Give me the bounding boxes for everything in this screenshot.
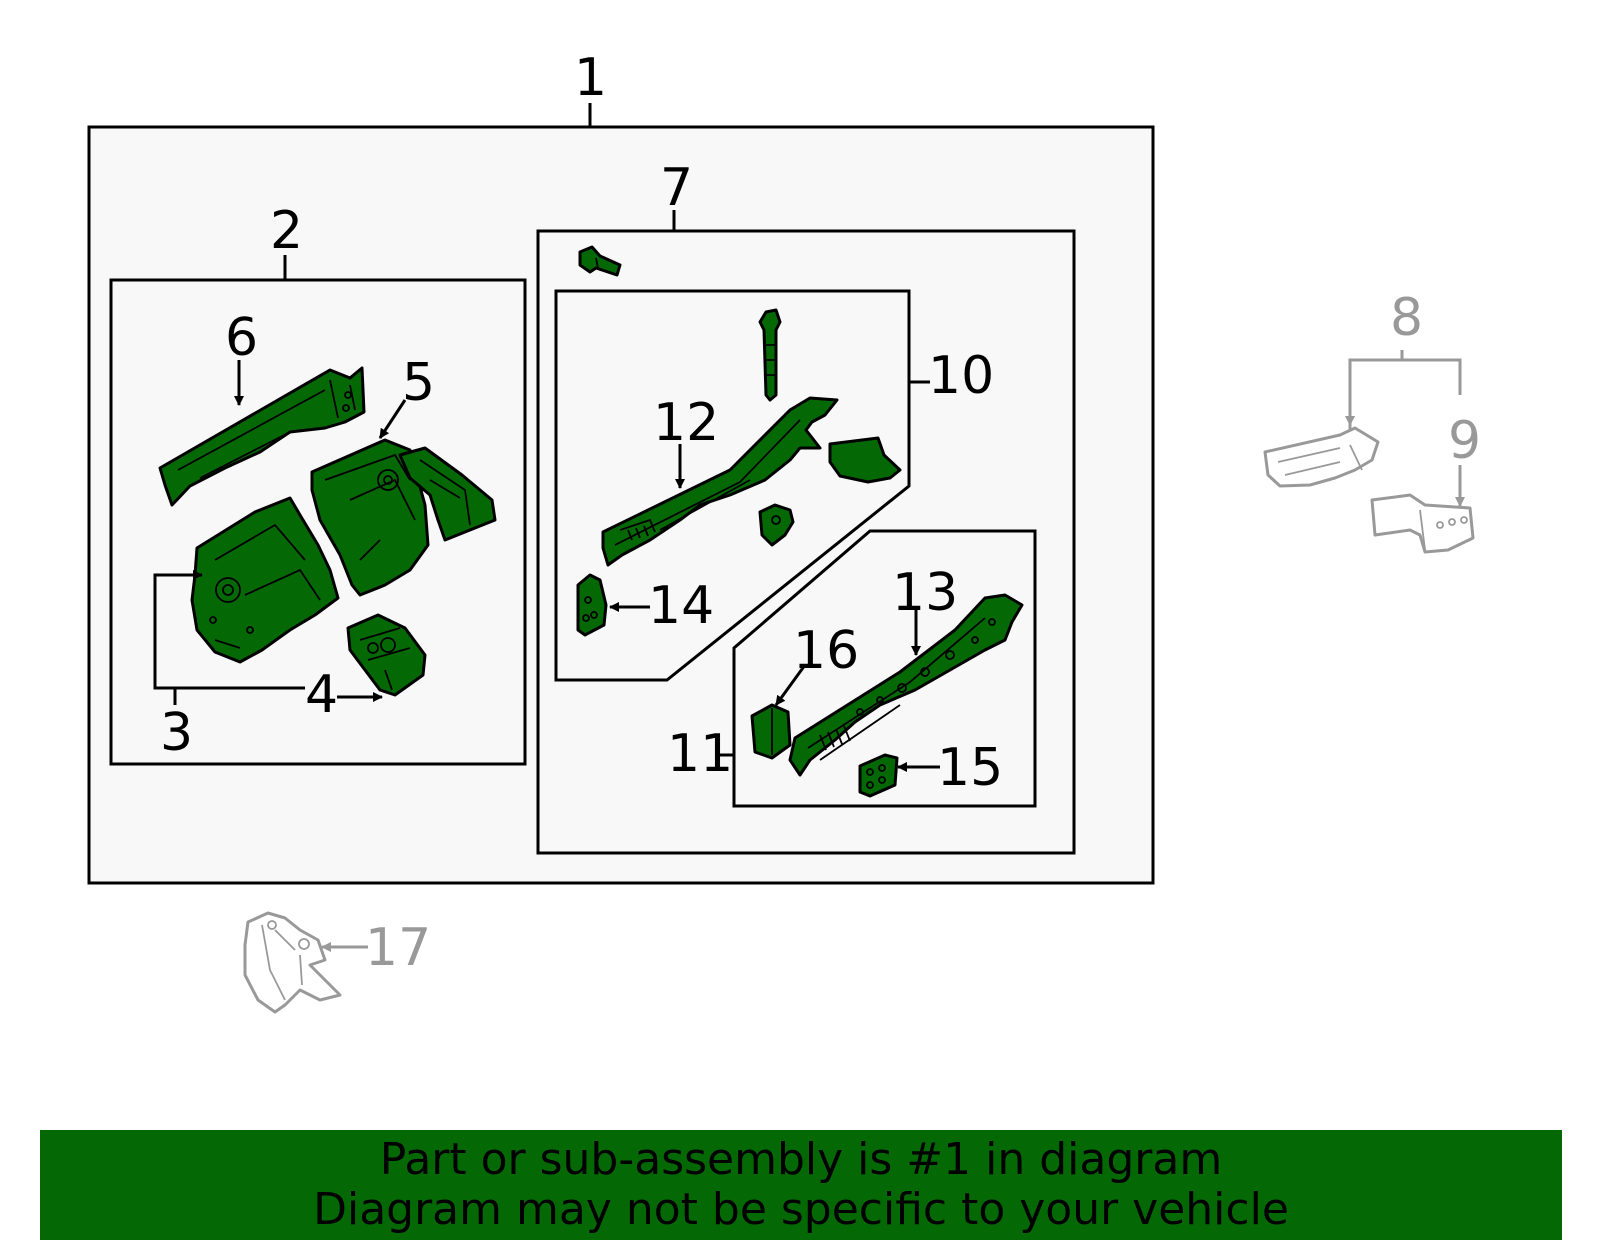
part-5-bracket[interactable] [398, 446, 497, 542]
callout-6[interactable]: 6 [225, 308, 258, 368]
part-17-bracket[interactable] [243, 911, 342, 1014]
part-5-apron-panel[interactable] [310, 438, 430, 597]
part-10-clip[interactable] [758, 503, 795, 547]
info-banner: Part or sub-assembly is #1 in diagram Di… [40, 1130, 1562, 1240]
part-6-upper-rail[interactable] [158, 366, 366, 507]
callout-2[interactable]: 2 [270, 201, 303, 261]
part-12-rail[interactable] [601, 396, 839, 567]
banner-line-2: Diagram may not be specific to your vehi… [313, 1184, 1289, 1235]
callout-17[interactable]: 17 [365, 918, 431, 978]
callout-11[interactable]: 11 [667, 724, 733, 784]
part-15-plate[interactable] [858, 753, 899, 798]
part-10-stud[interactable] [758, 308, 782, 402]
part-3-wheelhouse[interactable] [190, 496, 340, 664]
callout-16[interactable]: 16 [793, 621, 859, 681]
callout-5[interactable]: 5 [402, 353, 435, 413]
callout-10[interactable]: 10 [928, 346, 994, 406]
part-9-bracket[interactable] [1370, 493, 1475, 554]
callout-8[interactable]: 8 [1390, 288, 1423, 348]
part-16-block[interactable] [750, 703, 792, 760]
callout-4[interactable]: 4 [305, 665, 338, 725]
callout-12[interactable]: 12 [653, 393, 719, 453]
callout-13[interactable]: 13 [892, 563, 958, 623]
callout-1[interactable]: 1 [574, 48, 607, 108]
callout-14[interactable]: 14 [648, 576, 714, 636]
part-8-bracket[interactable] [1263, 426, 1380, 488]
callout-7[interactable]: 7 [660, 158, 693, 218]
part-14-plate[interactable] [576, 573, 608, 637]
part-13-rail[interactable] [788, 593, 1024, 777]
part-7-bolt[interactable] [578, 245, 622, 277]
banner-line-1: Part or sub-assembly is #1 in diagram [379, 1134, 1223, 1185]
callout-9[interactable]: 9 [1448, 411, 1481, 471]
callout-15[interactable]: 15 [937, 738, 1003, 798]
part-10-gusset[interactable] [828, 436, 902, 484]
part-4-bracket[interactable] [346, 613, 427, 697]
callout-3[interactable]: 3 [160, 703, 193, 763]
